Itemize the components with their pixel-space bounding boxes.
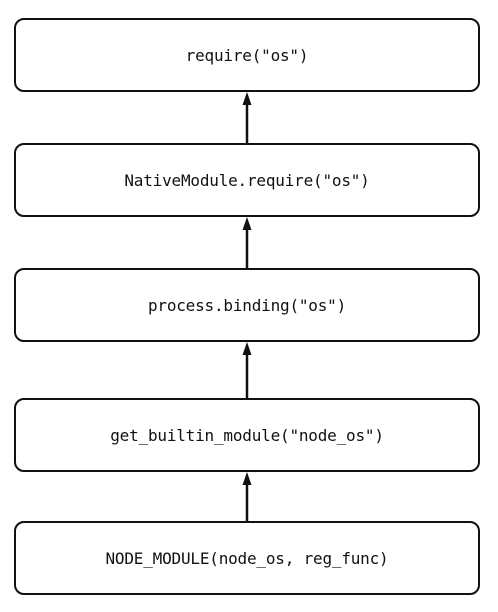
arrowhead-icon bbox=[242, 472, 252, 485]
node-native-module-require-label: NativeModule.require("os") bbox=[124, 170, 370, 190]
edge-process-binding-to-native-module-require bbox=[242, 217, 252, 268]
edge-get-builtin-module-to-process-binding bbox=[242, 342, 252, 398]
edge-native-module-require-to-require bbox=[242, 92, 252, 143]
node-get-builtin-module: get_builtin_module("node_os") bbox=[14, 398, 480, 472]
arrowhead-icon bbox=[242, 92, 252, 105]
node-get-builtin-module-label: get_builtin_module("node_os") bbox=[110, 425, 384, 445]
node-require-label: require("os") bbox=[185, 45, 309, 65]
node-process-binding-label: process.binding("os") bbox=[147, 295, 347, 315]
arrowhead-icon bbox=[242, 217, 252, 230]
arrowhead-icon bbox=[242, 342, 252, 355]
edge-node-module-to-get-builtin-module bbox=[242, 472, 252, 521]
node-native-module-require: NativeModule.require("os") bbox=[14, 143, 480, 217]
node-require: require("os") bbox=[14, 18, 480, 92]
node-node-module: NODE_MODULE(node_os, reg_func) bbox=[14, 521, 480, 595]
node-process-binding: process.binding("os") bbox=[14, 268, 480, 342]
node-node-module-label: NODE_MODULE(node_os, reg_func) bbox=[105, 548, 389, 568]
